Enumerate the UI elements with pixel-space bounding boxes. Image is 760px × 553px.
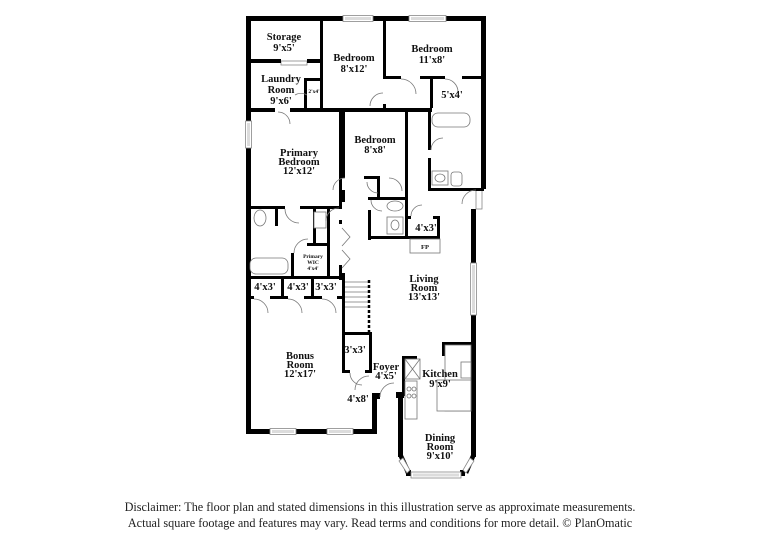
- svg-text:Bonus: Bonus: [286, 351, 314, 362]
- room-laundry: Laundry Room 9'x6' 2'x4': [261, 74, 320, 107]
- room-closet-c: 3'x3': [315, 282, 337, 293]
- room-bedroom-2: Bedroom 8'x12': [333, 53, 374, 75]
- room-closet-4x3-fp: 4'x3': [415, 223, 437, 234]
- svg-text:2'x4': 2'x4': [308, 89, 320, 95]
- svg-text:Room: Room: [427, 442, 454, 453]
- room-primary-wic: Primary WIC 4'x4': [303, 254, 323, 272]
- room-foyer: Foyer 4'x5': [373, 362, 400, 382]
- svg-text:9'x10': 9'x10': [427, 451, 454, 462]
- disclaimer-line-2: Actual square footage and features may v…: [127, 516, 633, 530]
- room-bedroom-3: Bedroom 11'x8': [411, 44, 452, 66]
- svg-text:12'x17': 12'x17': [284, 369, 316, 380]
- svg-text:4'x4': 4'x4': [307, 266, 319, 272]
- room-primary-bedroom: Primary Bedroom 12'x12': [278, 148, 319, 177]
- svg-text:4'x5': 4'x5': [375, 371, 397, 382]
- svg-text:9'x9': 9'x9': [429, 379, 451, 390]
- svg-text:Laundry: Laundry: [261, 74, 301, 85]
- svg-text:Primary: Primary: [303, 254, 323, 260]
- fireplace-label: FP: [421, 244, 429, 251]
- svg-text:9'x6': 9'x6': [270, 96, 292, 107]
- room-dining: Dining Room 9'x10': [425, 433, 456, 462]
- svg-text:Bedroom: Bedroom: [411, 44, 452, 55]
- svg-text:Room: Room: [268, 85, 295, 96]
- svg-text:Bedroom: Bedroom: [333, 53, 374, 64]
- svg-text:8'x12': 8'x12': [341, 64, 368, 75]
- interior-walls: [246, 16, 484, 396]
- svg-text:13'x13': 13'x13': [408, 292, 440, 303]
- fixtures: [249, 112, 472, 420]
- svg-text:Room: Room: [411, 283, 438, 294]
- room-living: Living Room 13'x13': [408, 274, 440, 303]
- svg-text:12'x12': 12'x12': [283, 166, 315, 177]
- room-kitchen: Kitchen 9'x9': [422, 369, 458, 390]
- room-bedroom-4: Bedroom 8'x8': [354, 135, 395, 156]
- svg-text:8'x8': 8'x8': [364, 145, 386, 156]
- svg-text:Living: Living: [409, 274, 439, 285]
- svg-text:Kitchen: Kitchen: [422, 369, 458, 380]
- disclaimer-line-1: Disclaimer: The floor plan and stated di…: [124, 500, 636, 514]
- room-closet-b: 4'x3': [287, 282, 309, 293]
- room-labels: Storage 9'x5' Laundry Room 9'x6' 2'x4' B…: [254, 32, 463, 462]
- svg-text:Room: Room: [287, 360, 314, 371]
- svg-text:WIC: WIC: [307, 260, 319, 266]
- svg-text:Bedroom: Bedroom: [278, 157, 319, 168]
- room-closet-5x4: 5'x4': [441, 90, 463, 101]
- staircase: [345, 280, 371, 332]
- svg-text:Primary: Primary: [280, 148, 319, 159]
- room-closet-a: 4'x3': [254, 282, 276, 293]
- doors: [253, 78, 477, 398]
- room-bonus: Bonus Room 12'x17': [284, 351, 316, 380]
- svg-text:11'x8': 11'x8': [419, 55, 445, 66]
- svg-text:9'x5': 9'x5': [273, 43, 295, 54]
- svg-text:Foyer: Foyer: [373, 362, 400, 373]
- svg-text:Dining: Dining: [425, 433, 456, 444]
- svg-text:Storage: Storage: [267, 32, 302, 43]
- room-closet-foyer: 3'x3': [344, 345, 366, 356]
- svg-text:Bedroom: Bedroom: [354, 135, 395, 146]
- room-entry: 4'x8': [347, 394, 369, 405]
- room-storage: Storage 9'x5': [267, 32, 302, 54]
